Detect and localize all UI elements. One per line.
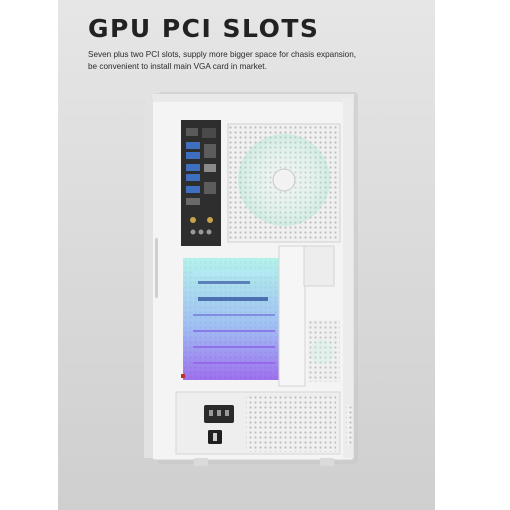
feature-description: Seven plus two PCI slots, supply more bi…	[88, 49, 356, 73]
page-title: GPU PCI SLOTS	[88, 14, 320, 43]
description-line-1: Seven plus two PCI slots, supply more bi…	[88, 50, 357, 59]
product-panel: GPU PCI SLOTS Seven plus two PCI slots, …	[58, 0, 435, 510]
power-socket-icon	[204, 405, 234, 423]
power-switch-icon	[208, 430, 222, 444]
side-mesh	[346, 405, 352, 445]
pci-slot-bracket	[181, 258, 283, 380]
io-port-icon	[181, 120, 221, 246]
case-photo	[144, 92, 358, 466]
description-line-2: be convenient to install main VGA card i…	[88, 62, 267, 71]
fan-icon	[227, 123, 341, 243]
